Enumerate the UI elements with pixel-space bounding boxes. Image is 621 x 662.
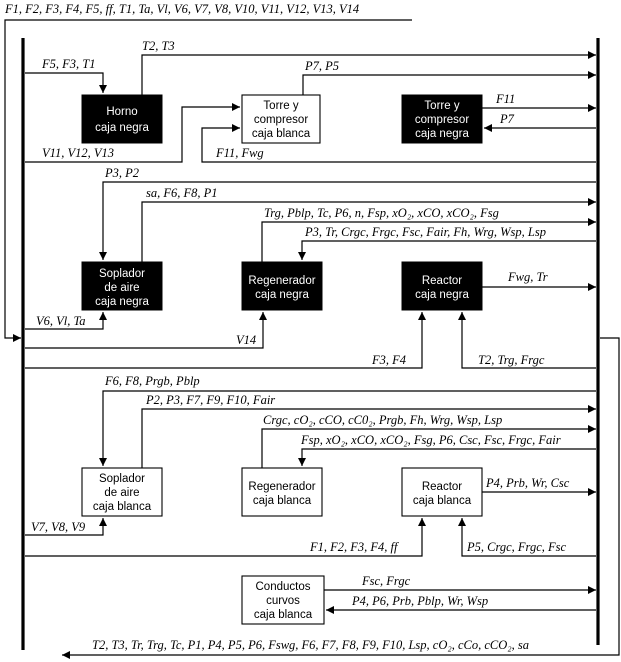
wire-torre-blanca-in2 (201, 124, 596, 163)
block-label-line: caja negra (95, 122, 149, 134)
block-label-line: Regenerador (248, 275, 315, 287)
signal-label: P2, P3, F7, F9, F10, Fair (145, 393, 275, 407)
block-label-line: caja negra (415, 128, 469, 140)
block-label-line: caja negra (95, 296, 149, 308)
block-regenerador-caja-negra: Regenerador caja negra (241, 261, 323, 311)
signal-label: Fsc, Frgc (361, 574, 411, 588)
block-label-line: Torre y (263, 100, 298, 112)
wire-reactor-blanca-in-left (25, 518, 426, 557)
wire-torre-blanca-out (302, 71, 596, 95)
block-label-line: caja blanca (93, 501, 152, 513)
wire-reactor-negra-in-right (458, 312, 596, 369)
signal-label: F1, F2, F3, F4, ff (309, 540, 399, 554)
signal-label: Fsp, xO₂, xCO, xCO₂, Fsg, P6, Csc, Fsc, … (300, 433, 561, 447)
signal-label: V7, V8, V9 (31, 520, 86, 534)
signal-label: P7, P5 (304, 59, 339, 73)
block-label-line: caja blanca (253, 495, 312, 507)
block-label-line: Regenerador (248, 481, 315, 493)
block-label-line: compresor (254, 114, 308, 126)
wire-soplador-blanca-in-bus (99, 390, 596, 466)
block-soplador-caja-negra: Soplador de aire caja negra (81, 261, 163, 311)
block-label-line: caja blanca (254, 609, 313, 621)
signal-label: V11, V12, V13 (42, 146, 114, 160)
block-torre-caja-blanca: Torre y compresor caja blanca (241, 94, 321, 144)
block-reactor-caja-blanca: Reactor caja blanca (401, 467, 483, 517)
bottom-output-label: T2, T3, Tr, Trg, Tc, P1, P4, P5, P6, Fsw… (92, 638, 529, 652)
block-label-line: Soplador (99, 473, 145, 485)
signal-label: P4, P6, Prb, Pblp, Wr, Wsp (351, 594, 488, 608)
wire-regenerador-negra-in-bus (298, 240, 596, 260)
block-soplador-caja-blanca: Soplador de aire caja blanca (81, 467, 163, 517)
signal-label: Crgc, cO₂, cCO, cC0₂, Prgb, Fh, Wrg, Wsp… (263, 413, 502, 427)
wire-regenerador-blanca-out (261, 425, 596, 468)
block-reactor-caja-negra: Reactor caja negra (401, 261, 483, 311)
block-horno-caja-negra: Horno caja negra (81, 94, 163, 144)
block-label-line: de aire (104, 282, 139, 294)
block-label-line: Conductos (256, 581, 311, 593)
wire-regenerador-blanca-in-bus (298, 448, 596, 466)
wire-horno-in (25, 72, 107, 93)
signal-label: P4, Prb, Wr, Csc (485, 476, 570, 490)
bottom-output-wire (62, 337, 620, 659)
signal-label: Fwg, Tr (507, 270, 548, 284)
signal-label: F3, F4 (371, 353, 406, 367)
wire-soplador-negra-in-bus (99, 181, 596, 260)
block-label-line: Reactor (422, 275, 462, 287)
top-input-label: F1, F2, F3, F4, F5, ff, T1, Ta, Vl, V6, … (4, 2, 359, 16)
signal-label: T2, T3 (142, 39, 175, 53)
block-conductos-caja-blanca: Conductos curvos caja blanca (241, 575, 325, 625)
signal-label: Trg, Pblp, Tc, P6, n, Fsp, xO₂, xCO, xCO… (264, 206, 499, 220)
signal-label: P5, Crgc, Frgc, Fsc (466, 540, 567, 554)
wire-soplador-blanca-in-left (25, 518, 107, 536)
block-label-line: Torre y (424, 100, 459, 112)
wire-soplador-blanca-out (141, 405, 596, 468)
signal-label: F5, F3, T1 (41, 57, 95, 71)
block-regenerador-caja-blanca: Regenerador caja blanca (241, 467, 323, 517)
signal-label: T2, Trg, Frgc (478, 353, 545, 367)
wire-regenerador-negra-in-left (25, 312, 267, 349)
signal-label: F11, Fwg (215, 146, 264, 160)
signal-label: F11 (495, 92, 515, 106)
block-label-line: compresor (415, 114, 469, 126)
signal-label: P3, Tr, Crgc, Frgc, Fsc, Fair, Fh, Wrg, … (304, 225, 546, 239)
signal-label: F6, F8, Prgb, Pblp (104, 374, 200, 388)
wire-soplador-negra-out (141, 198, 596, 262)
block-label-line: caja negra (255, 289, 309, 301)
block-label-line: caja blanca (413, 495, 472, 507)
signal-label: P7 (499, 112, 515, 126)
signal-label: sa, F6, F8, P1 (146, 186, 218, 200)
block-label-line: caja negra (415, 289, 469, 301)
wire-horno-out (141, 51, 596, 95)
block-label-line: Soplador (99, 268, 145, 280)
signal-label: V14 (236, 333, 256, 347)
wire-reactor-blanca-in-right (458, 518, 596, 557)
block-label-line: de aire (104, 487, 139, 499)
block-torre-caja-negra: Torre y compresor caja negra (401, 94, 483, 144)
block-label-line: Horno (106, 106, 137, 118)
wire-reactor-negra-in-left (25, 312, 426, 369)
block-label-line: caja blanca (252, 128, 311, 140)
wire-torre-blanca-in1 (25, 103, 240, 163)
signal-label: V6, Vl, Ta (36, 314, 86, 328)
top-input-wire (4, 19, 412, 342)
block-label-line: Reactor (422, 481, 462, 493)
signal-label: P3, P2 (104, 166, 139, 180)
block-label-line: curvos (266, 595, 300, 607)
wire-regenerador-negra-out (261, 218, 596, 262)
wire-soplador-negra-in-left (25, 312, 107, 330)
